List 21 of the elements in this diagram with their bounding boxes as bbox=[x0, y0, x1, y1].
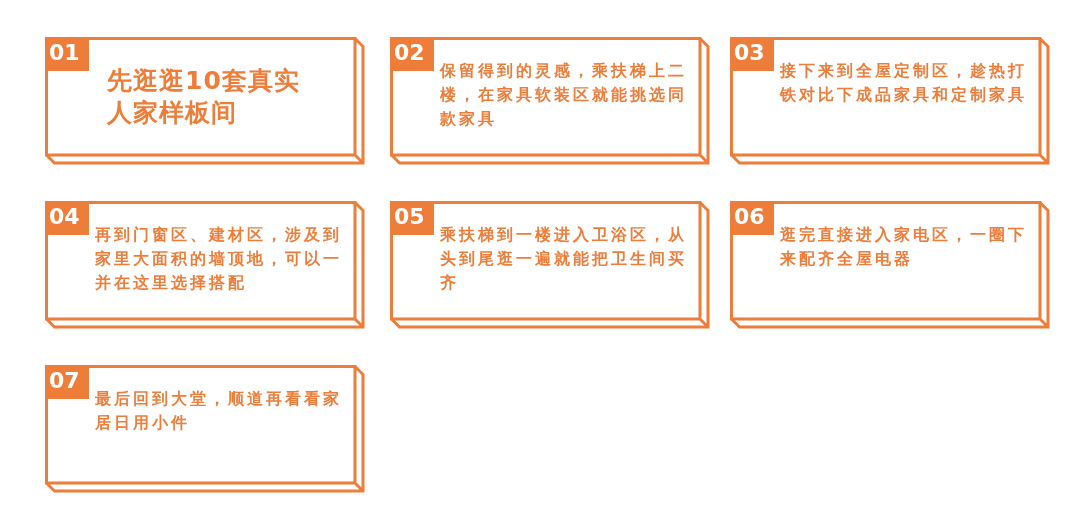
step-number: 04 bbox=[45, 201, 89, 235]
step-card bbox=[730, 201, 1050, 329]
step-text: 逛完直接进入家电区，一圈下来配齐全屋电器 bbox=[780, 224, 1028, 270]
step-card bbox=[45, 365, 365, 493]
step-card bbox=[45, 201, 365, 329]
step-text: 再到门窗区、建材区，涉及到家里大面积的墙顶地，可以一并在这里选择搭配 bbox=[95, 224, 343, 294]
step-number: 03 bbox=[730, 37, 774, 71]
step-number: 01 bbox=[45, 37, 89, 71]
step-text: 最后回到大堂，顺道再看看家居日用小件 bbox=[95, 388, 343, 434]
step-heading: 先逛逛10套真实人家样板间 bbox=[107, 65, 301, 129]
step-card bbox=[390, 37, 710, 165]
step-number: 02 bbox=[390, 37, 434, 71]
step-number: 06 bbox=[730, 201, 774, 235]
step-text: 接下来到全屋定制区，趁热打铁对比下成品家具和定制家具 bbox=[780, 60, 1028, 106]
step-text: 保留得到的灵感，乘扶梯上二楼，在家具软装区就能挑选同款家具 bbox=[440, 60, 688, 130]
step-card bbox=[390, 201, 710, 329]
step-number: 07 bbox=[45, 365, 89, 399]
step-text: 乘扶梯到一楼进入卫浴区，从头到尾逛一遍就能把卫生间买齐 bbox=[440, 224, 688, 294]
step-number: 05 bbox=[390, 201, 434, 235]
step-card bbox=[730, 37, 1050, 165]
step-card bbox=[45, 37, 365, 165]
